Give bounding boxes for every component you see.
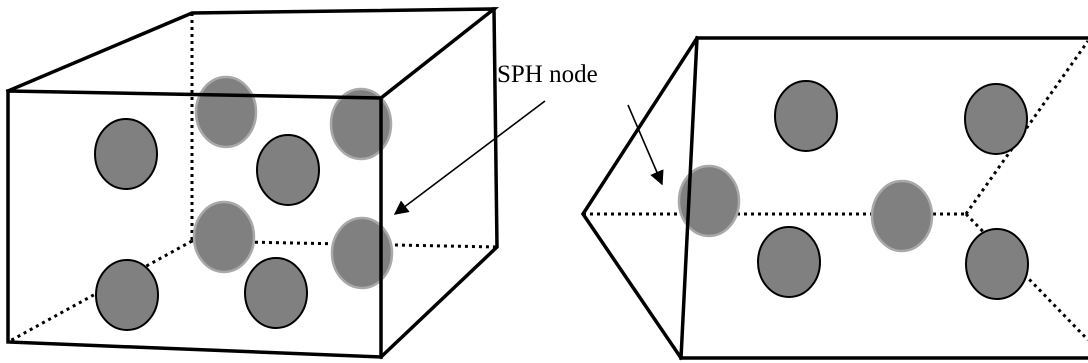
sph-node <box>192 200 256 274</box>
sph-node <box>95 259 159 331</box>
sph-node <box>329 87 393 161</box>
sph-node-annotation: SPH node <box>393 61 664 215</box>
sph-node <box>774 80 838 152</box>
sph-node <box>677 164 741 238</box>
wedge-front-nodes <box>757 80 1029 300</box>
wedge-front-face <box>679 36 1088 360</box>
sph-node <box>870 179 934 253</box>
cube-visible-edges <box>5 7 500 360</box>
arrow-to-cube-node <box>393 100 546 215</box>
cube-top-face-edges <box>5 7 500 101</box>
sph-node <box>194 75 258 149</box>
sph-node <box>964 83 1028 155</box>
cube-right-face-edges <box>378 7 499 360</box>
wedge-visible-edges <box>580 35 1088 361</box>
sph-node <box>330 216 394 290</box>
sph-node-label: SPH node <box>497 61 598 88</box>
wedge-back-nodes <box>677 164 934 253</box>
hexahedral-element <box>5 7 500 360</box>
sph-node <box>94 118 158 190</box>
sph-node <box>757 226 821 298</box>
cube-front-nodes <box>94 118 320 331</box>
cube-front-face <box>6 89 383 359</box>
arrow-to-wedge-node <box>627 104 664 186</box>
sph-node <box>256 134 320 206</box>
wedge-element <box>580 35 1088 361</box>
wedge-left-edges <box>580 35 700 361</box>
sph-node <box>244 257 308 329</box>
sph-node <box>965 228 1029 300</box>
